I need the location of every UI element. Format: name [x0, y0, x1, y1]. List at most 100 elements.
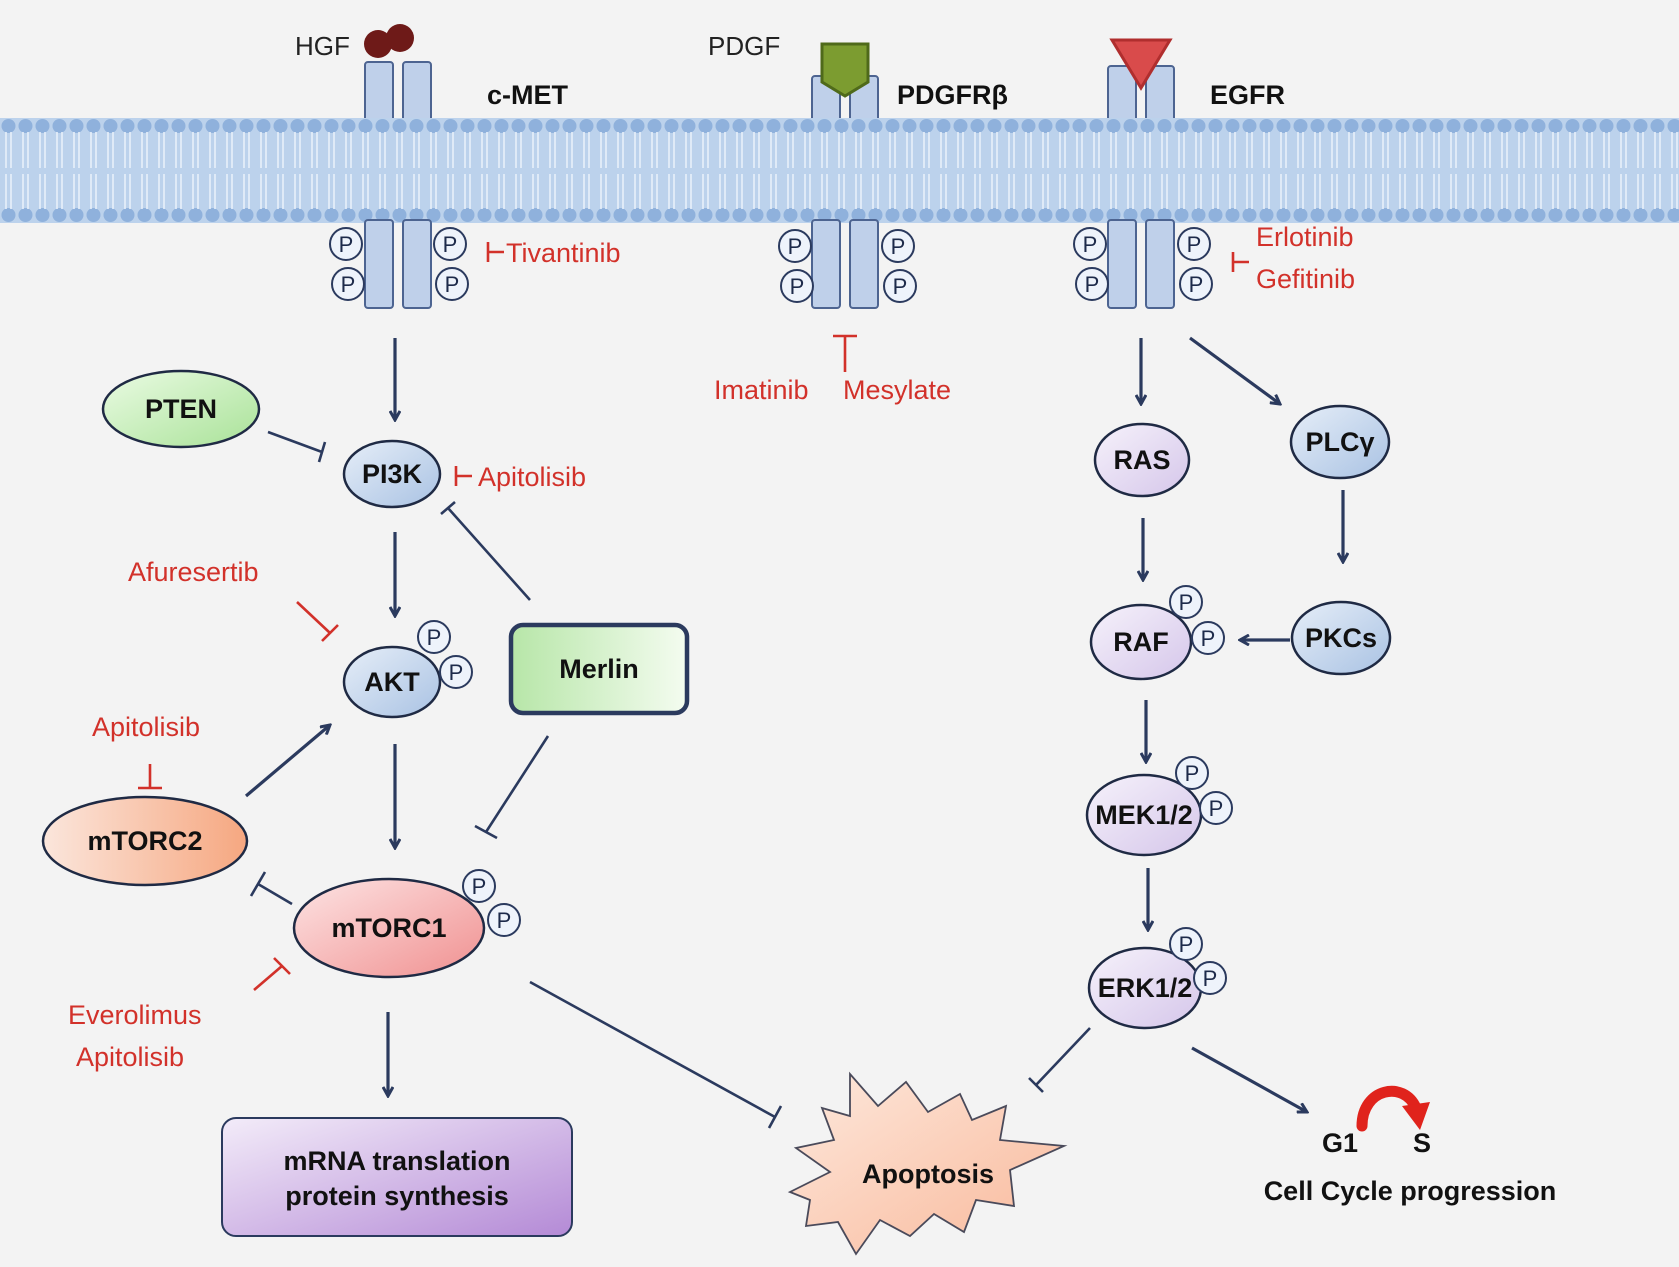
translation-line-2: protein synthesis	[285, 1181, 509, 1211]
phospho-badge: P	[780, 269, 814, 303]
svg-text:P: P	[339, 232, 354, 257]
mtorc2-node: mTORC2	[41, 795, 249, 887]
mek-node: MEK1/2 P P	[1085, 756, 1233, 857]
drug-erlotinib: Erlotinib	[1256, 222, 1354, 252]
phospho-badge: P	[1177, 227, 1211, 261]
svg-text:P: P	[1185, 761, 1200, 786]
drug-afuresertib: Afuresertib	[128, 557, 259, 587]
cell-membrane	[0, 118, 1679, 223]
phospho-badge: P	[883, 269, 917, 303]
phospho-badge: P	[1179, 267, 1213, 301]
hgf-ligand-icon	[364, 24, 414, 58]
phospho-badge: P	[881, 229, 915, 263]
translation-line-1: mRNA translation	[283, 1146, 510, 1176]
svg-text:PKCs: PKCs	[1305, 623, 1377, 653]
pi3k-node: PI3K	[342, 439, 442, 509]
imatinib-inhibition	[833, 334, 857, 372]
pathway-edges	[244, 336, 1343, 1129]
phospho-badge: P	[433, 227, 467, 261]
drug-everolimus: Everolimus	[68, 1000, 202, 1030]
svg-text:P: P	[1209, 796, 1224, 821]
svg-text:mTORC1: mTORC1	[331, 913, 446, 943]
erk-node: ERK1/2 P P	[1087, 927, 1227, 1030]
apoptosis-node: Apoptosis	[787, 1071, 1068, 1256]
phospho-badge: P	[1075, 267, 1109, 301]
cell-cycle-arrow-icon	[1356, 1085, 1422, 1132]
svg-text:Merlin: Merlin	[559, 654, 639, 684]
phospho-badge: P	[329, 227, 363, 261]
drug-tivantinib: Tivantinib	[506, 238, 621, 268]
pdgf-label: PDGF	[708, 31, 780, 61]
svg-text:P: P	[1085, 272, 1100, 297]
pdgfr-label: PDGFRβ	[897, 80, 1008, 110]
svg-text:P: P	[472, 874, 487, 899]
tivantinib-inhibition	[486, 242, 504, 262]
svg-text:P: P	[1201, 626, 1216, 651]
svg-text:P: P	[1179, 590, 1194, 615]
svg-text:P: P	[341, 272, 356, 297]
svg-text:P: P	[445, 272, 460, 297]
svg-text:PLCγ: PLCγ	[1305, 427, 1374, 457]
phospho-badge: P	[1073, 227, 1107, 261]
drug-imatinib: Imatinib	[714, 375, 809, 405]
svg-text:P: P	[1203, 966, 1218, 991]
svg-text:P: P	[893, 274, 908, 299]
svg-text:P: P	[1179, 932, 1194, 957]
phospho-badge: P	[462, 869, 496, 903]
phospho-badge: P	[778, 229, 812, 263]
egfr-label: EGFR	[1210, 80, 1285, 110]
merlin-node: Merlin	[508, 622, 690, 716]
svg-text:ERK1/2: ERK1/2	[1098, 973, 1193, 1003]
cell-cycle-label: Cell Cycle progression	[1264, 1176, 1557, 1206]
erlotinib-inhibition	[1231, 252, 1249, 272]
hgf-label: HGF	[295, 31, 350, 61]
ras-node: RAS	[1093, 422, 1191, 498]
svg-text:PI3K: PI3K	[362, 459, 423, 489]
cmet-label: c-MET	[487, 80, 569, 110]
raf-node: RAF P P	[1089, 585, 1225, 681]
phospho-badge: P	[1191, 621, 1225, 655]
svg-text:MEK1/2: MEK1/2	[1095, 800, 1193, 830]
drug-apitolisib-pi3k: Apitolisib	[478, 462, 586, 492]
svg-text:P: P	[497, 908, 512, 933]
phospho-badge: P	[1169, 585, 1203, 619]
svg-text:P: P	[1083, 232, 1098, 257]
apitolisib-mtorc2-inhibition	[138, 764, 162, 790]
phospho-badge: P	[1175, 756, 1209, 790]
svg-text:P: P	[788, 234, 803, 259]
svg-text:PTEN: PTEN	[145, 394, 217, 424]
phospho-badge: P	[439, 655, 473, 689]
phospho-badge: P	[417, 620, 451, 654]
svg-text:Apoptosis: Apoptosis	[862, 1159, 994, 1189]
phospho-badge: P	[487, 903, 521, 937]
svg-text:RAS: RAS	[1113, 445, 1170, 475]
mtorc1-node: mTORC1 P P	[292, 869, 521, 979]
receptor-extracellular	[364, 61, 1175, 127]
svg-text:P: P	[427, 625, 442, 650]
svg-text:P: P	[443, 232, 458, 257]
afuresertib-inhibition	[296, 601, 339, 642]
g1-label: G1	[1322, 1128, 1358, 1158]
phospho-badge: P	[1199, 791, 1233, 825]
plcg-node: PLCγ	[1289, 404, 1391, 480]
everolimus-inhibition	[253, 957, 291, 991]
receptor-intracellular	[364, 219, 1175, 309]
svg-text:P: P	[891, 234, 906, 259]
svg-text:P: P	[1189, 272, 1204, 297]
phospho-badge: P	[331, 267, 365, 301]
phospho-badge: P	[435, 267, 469, 301]
phospho-badge: P	[1193, 961, 1227, 995]
svg-text:P: P	[1187, 232, 1202, 257]
pdgf-ligand-icon	[820, 42, 870, 98]
cell-cycle-group: G1 S Cell Cycle progression	[1264, 1085, 1557, 1206]
apitolisib-pi3k-inhibition	[454, 466, 472, 486]
pten-node: PTEN	[101, 369, 261, 449]
akt-node: AKT P P	[342, 620, 473, 719]
svg-text:P: P	[790, 274, 805, 299]
drug-mesylate: Mesylate	[843, 375, 951, 405]
drug-apitolisib-mtorc2: Apitolisib	[92, 712, 200, 742]
svg-text:mTORC2: mTORC2	[87, 826, 202, 856]
translation-box: mRNA translation protein synthesis	[221, 1117, 573, 1237]
receptor-phospho-group: P P P P P P P P P P P P	[329, 227, 1213, 303]
